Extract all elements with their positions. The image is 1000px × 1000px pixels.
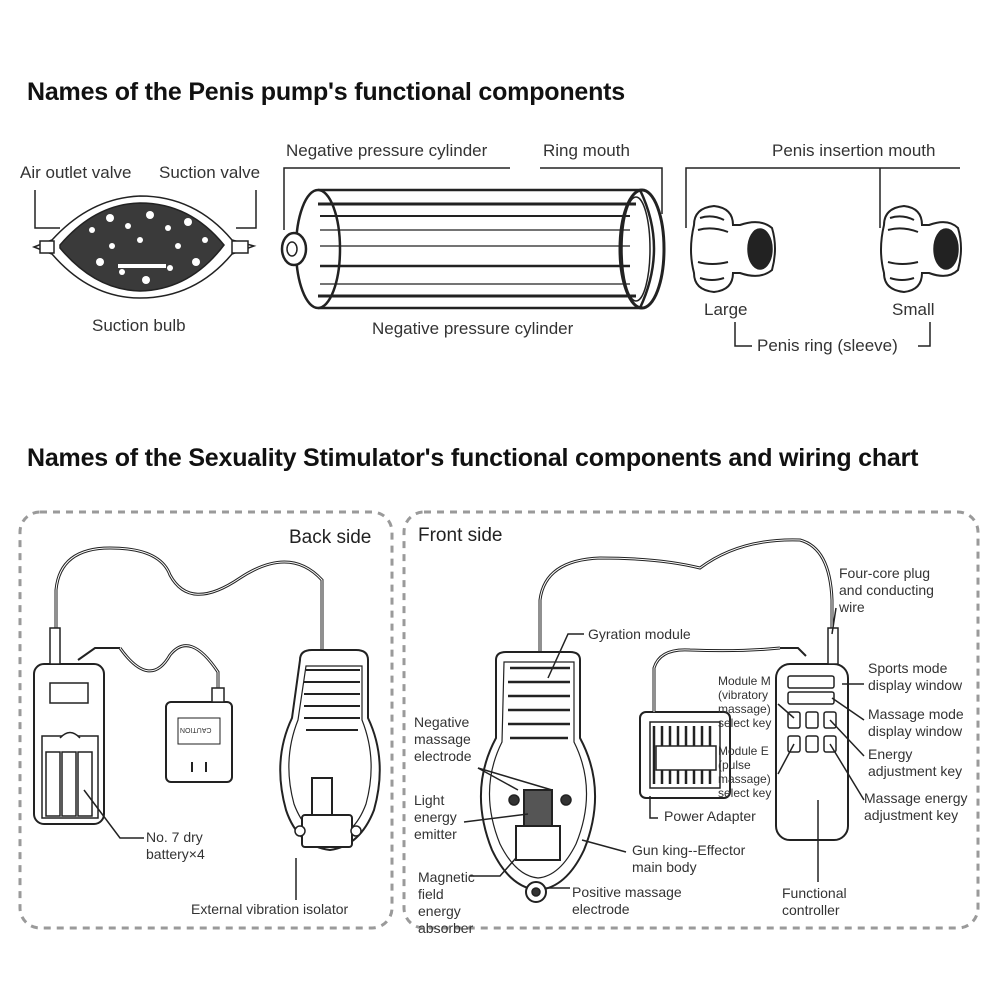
gun-king-label: Gun king--Effector main body <box>632 842 746 875</box>
insertion-mouth-label: Penis insertion mouth <box>772 141 936 160</box>
front-side-title: Front side <box>418 525 503 546</box>
battery-label-line2: battery×4 <box>146 846 205 862</box>
energy-key-label: Energy adjustment key <box>868 746 963 779</box>
ring-mouth-label: Ring mouth <box>543 141 630 160</box>
suction-valve-label: Suction valve <box>159 163 261 182</box>
cylinder-bottom-label: Negative pressure cylinder <box>372 319 574 338</box>
vibration-isolator-label: External vibration isolator <box>191 901 349 917</box>
four-core-plug-label: Four-core plug and conducting wire <box>839 565 934 615</box>
magnetic-absorber-label: Magnetic field energy absorber <box>418 869 475 936</box>
back-side-panel-border <box>18 510 394 930</box>
cylinder-drawing <box>280 188 666 310</box>
pump-heading: Names of the Penis pump's functional com… <box>27 78 626 106</box>
negative-electrode-label: Negative massage electrode <box>414 714 472 764</box>
suction-bulb-label: Suction bulb <box>92 316 186 335</box>
suction-bulb-drawing <box>31 195 257 299</box>
small-ring-label: Small <box>892 300 935 319</box>
back-side-title: Back side <box>289 527 372 548</box>
large-ring-label: Large <box>704 300 748 319</box>
air-outlet-valve-label: Air outlet valve <box>20 163 132 182</box>
module-e-label: Module E (pulse massage) select key <box>718 744 772 800</box>
massage-mode-label: Massage mode display window <box>868 706 964 739</box>
penis-ring-label: Penis ring (sleeve) <box>757 336 898 355</box>
stimulator-heading: Names of the Sexuality Stimulator's func… <box>27 444 919 472</box>
gyration-module-label: Gyration module <box>588 626 691 642</box>
massage-energy-key-label: Massage energy adjustment key <box>864 790 968 823</box>
ring-small-drawing <box>880 204 962 294</box>
front-side-panel-border <box>402 510 980 930</box>
adapter-caution-label: CAUTION <box>180 726 212 733</box>
battery-label-line1: No. 7 dry <box>146 829 203 845</box>
module-m-label: Module M (vibratory massage) select key <box>718 674 772 730</box>
battery-label: No. 7 dry battery×4 <box>146 829 236 863</box>
power-adapter-label: Power Adapter <box>664 808 756 824</box>
positive-electrode-label: Positive massage electrode <box>572 884 682 917</box>
light-emitter-label: Light energy emitter <box>414 792 457 842</box>
ring-large-drawing <box>690 204 776 294</box>
functional-controller-label: Functional controller <box>782 885 847 918</box>
cylinder-top-label: Negative pressure cylinder <box>286 141 488 160</box>
sports-mode-label: Sports mode display window <box>868 660 963 693</box>
